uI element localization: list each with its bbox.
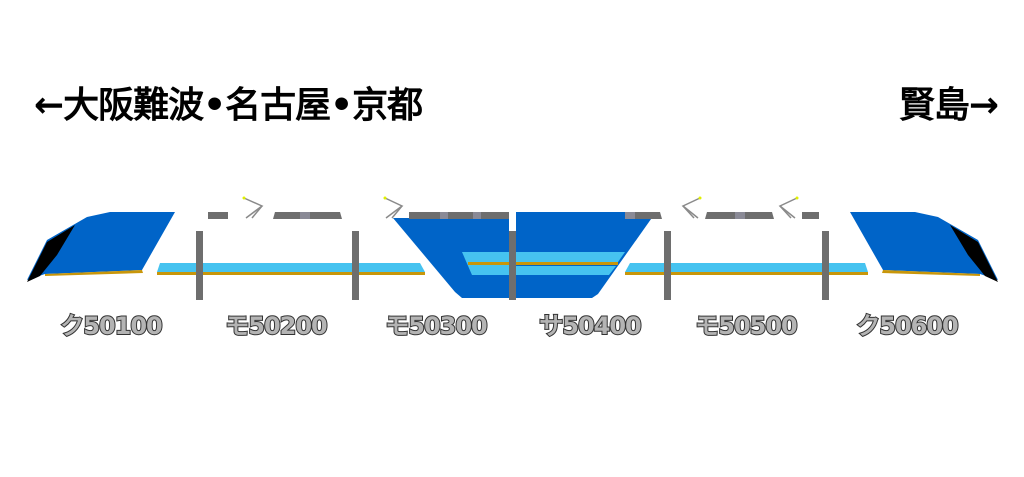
destination-right: 賢島→ — [898, 85, 999, 126]
car-label-3: モ50300 — [384, 311, 489, 341]
car-label-2: モ50200 — [224, 311, 329, 341]
car-separator-2-3 — [352, 231, 359, 300]
car-label-1: ク50100 — [59, 311, 164, 341]
car-separators — [196, 231, 829, 300]
car-separator-1-2 — [196, 231, 203, 300]
car-5-body — [625, 212, 868, 275]
car-separator-3-4 — [509, 231, 516, 300]
car-1-body — [27, 212, 175, 282]
car-label-6: ク50600 — [855, 311, 960, 341]
car-4-body — [516, 212, 662, 298]
pantograph-icon — [242, 196, 264, 219]
car-separator-5-6 — [822, 231, 829, 300]
pantograph-icon — [681, 196, 702, 219]
destination-left: ←大阪難波•名古屋•京都 — [34, 85, 423, 126]
car-label-4: サ50400 — [538, 311, 643, 341]
car-6-body — [850, 212, 998, 282]
car-label-5: モ50500 — [694, 311, 799, 341]
pantograph-icon — [383, 196, 404, 219]
car-3-body — [393, 212, 509, 298]
car-separator-4-5 — [664, 231, 671, 300]
pantograph-icon — [778, 196, 799, 219]
